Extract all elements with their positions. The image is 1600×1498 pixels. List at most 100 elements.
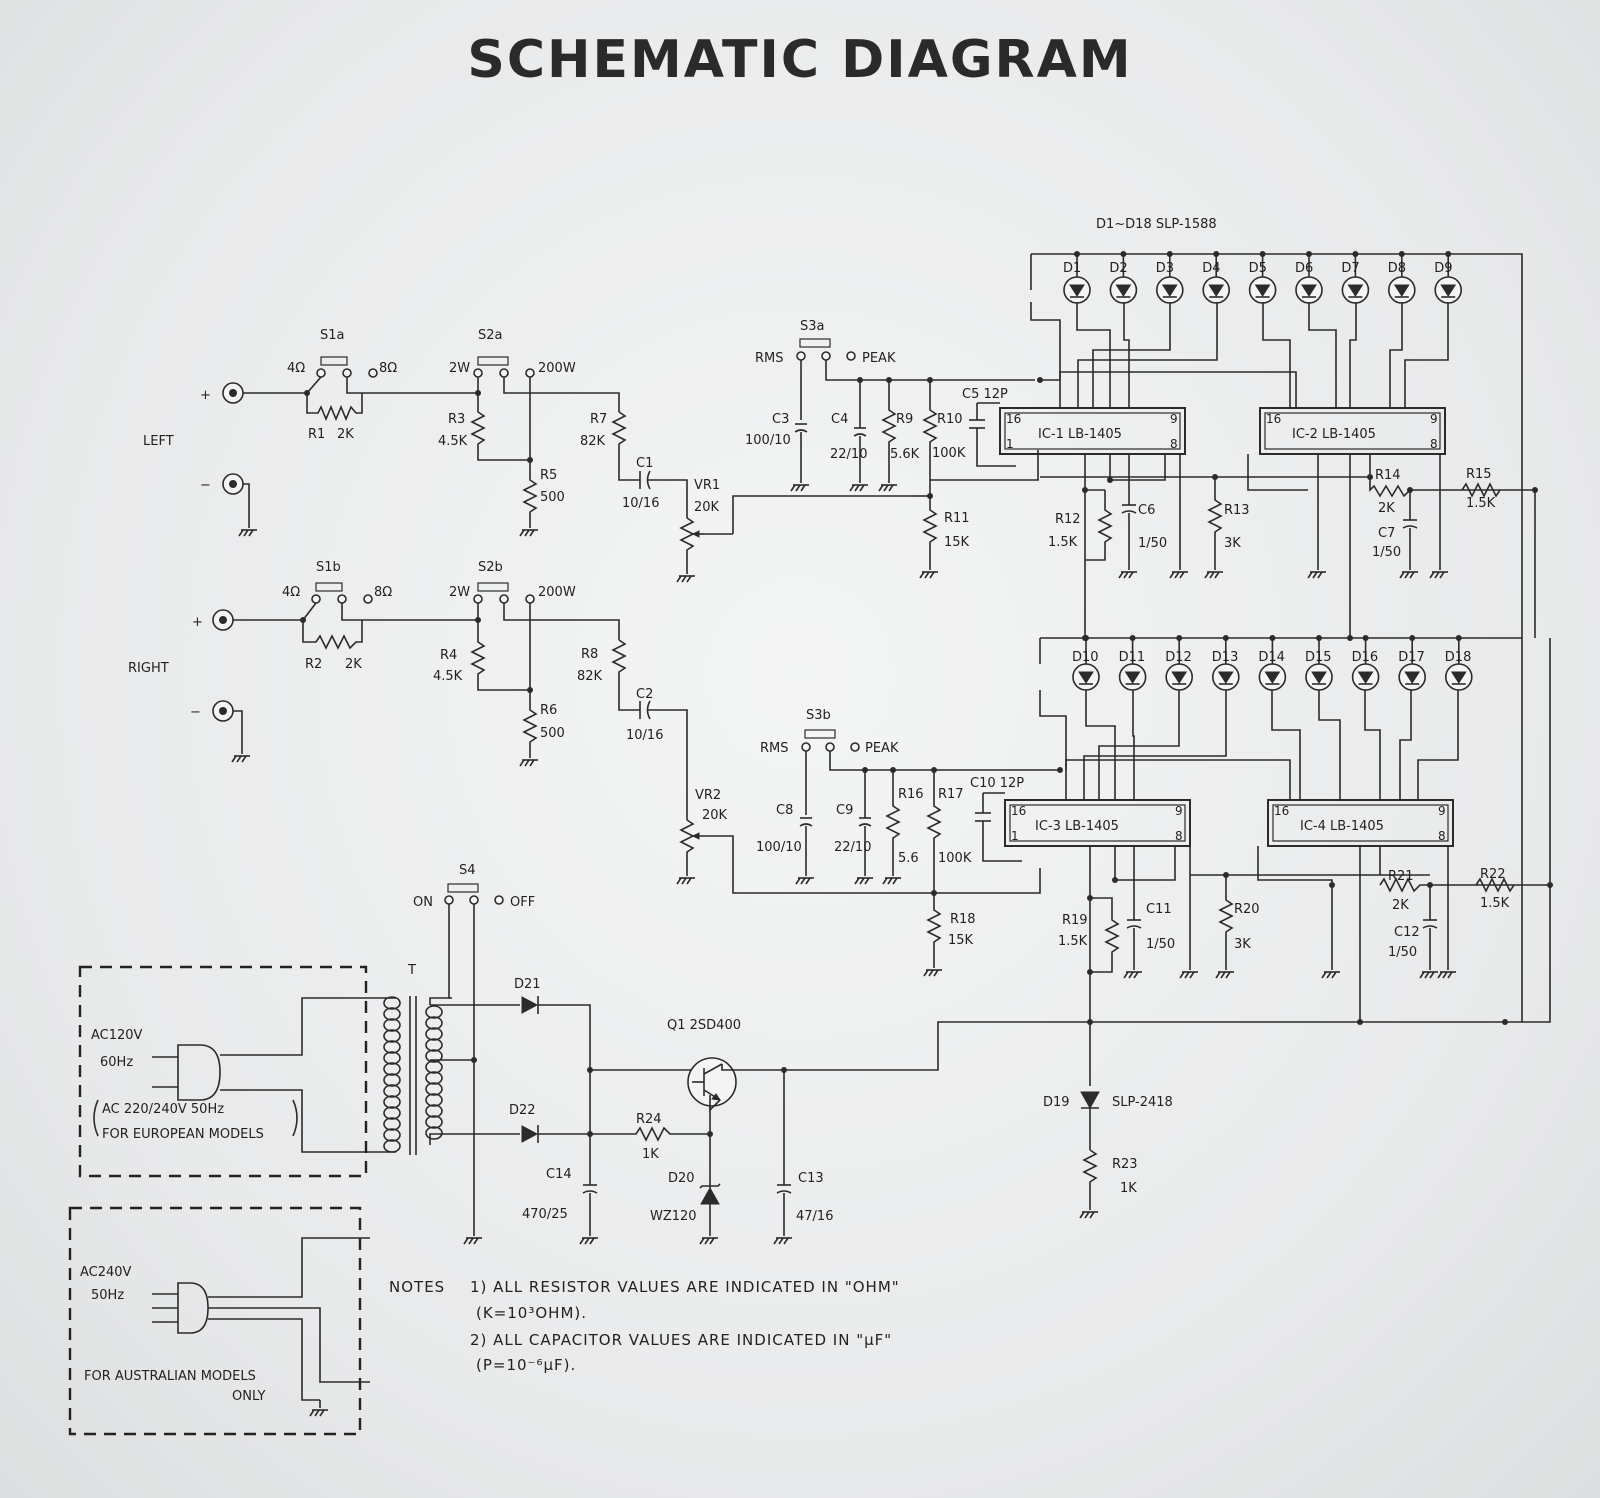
led-label: D1 bbox=[1063, 261, 1081, 276]
coil-turn bbox=[425, 1104, 443, 1118]
note-2b: (P=10⁻⁶μF). bbox=[476, 1356, 576, 1374]
svg-text:4Ω: 4Ω bbox=[282, 585, 300, 600]
svg-text:C14: C14 bbox=[546, 1167, 572, 1182]
svg-text:AC 220/240V 50Hz: AC 220/240V 50Hz bbox=[102, 1102, 224, 1117]
svg-text:R24: R24 bbox=[636, 1112, 662, 1127]
coil-turn bbox=[383, 1073, 401, 1087]
coil-turn bbox=[383, 1128, 401, 1142]
coil-turn bbox=[383, 1040, 401, 1054]
svg-text:82K: 82K bbox=[580, 434, 606, 449]
coil-turn bbox=[425, 1027, 443, 1041]
svg-text:2K: 2K bbox=[337, 427, 354, 442]
led-label: D8 bbox=[1388, 261, 1406, 276]
svg-text:R20: R20 bbox=[1234, 902, 1260, 917]
svg-text:D19: D19 bbox=[1043, 1095, 1070, 1110]
svg-text:2K: 2K bbox=[345, 657, 362, 672]
switch-s1b bbox=[315, 582, 343, 592]
svg-text:S2a: S2a bbox=[478, 328, 503, 343]
svg-text:RMS: RMS bbox=[755, 351, 784, 366]
led-d5: D5 bbox=[1249, 251, 1277, 304]
led-d1: D1 bbox=[1063, 251, 1091, 304]
led-label: D18 bbox=[1445, 650, 1472, 665]
switch-s1a bbox=[320, 356, 348, 366]
svg-text:+: + bbox=[192, 615, 203, 630]
svg-text:22/10: 22/10 bbox=[830, 447, 867, 462]
svg-text:10/16: 10/16 bbox=[626, 728, 663, 743]
svg-text:1/50: 1/50 bbox=[1146, 937, 1175, 952]
svg-text:C4: C4 bbox=[831, 412, 848, 427]
ic-1: IC-1 LB-1405 16 9 1 8 bbox=[999, 407, 1186, 455]
led-d9: D9 bbox=[1434, 251, 1462, 304]
svg-text:S1a: S1a bbox=[320, 328, 345, 343]
ic-1-2-bottom: C6 1/50 R12 1.5K R13 3K R14 2K C7 1/50 R bbox=[1040, 454, 1538, 641]
led-label: D10 bbox=[1072, 650, 1099, 665]
svg-text:R23: R23 bbox=[1112, 1157, 1138, 1172]
led-series-label: D1~D18 SLP-1588 bbox=[1096, 217, 1217, 232]
svg-text:S4: S4 bbox=[459, 863, 476, 878]
svg-text:AC240V: AC240V bbox=[80, 1265, 132, 1280]
svg-text:R11: R11 bbox=[944, 511, 970, 526]
svg-text:1K: 1K bbox=[1120, 1181, 1137, 1196]
svg-text:R21: R21 bbox=[1388, 869, 1414, 884]
switch-s2b bbox=[477, 582, 509, 592]
svg-text:16: 16 bbox=[1006, 412, 1021, 426]
switch-s3b bbox=[804, 729, 836, 739]
svg-text:200W: 200W bbox=[538, 361, 576, 376]
coil-turn bbox=[425, 1049, 443, 1063]
svg-text:60Hz: 60Hz bbox=[100, 1055, 133, 1070]
led-label: D14 bbox=[1258, 650, 1285, 665]
svg-text:R4: R4 bbox=[440, 648, 457, 663]
led-label: D4 bbox=[1202, 261, 1220, 276]
note-1: 1) ALL RESISTOR VALUES ARE INDICATED IN … bbox=[470, 1278, 900, 1296]
svg-text:C11: C11 bbox=[1146, 902, 1172, 917]
svg-text:AC120V: AC120V bbox=[91, 1028, 143, 1043]
svg-text:8: 8 bbox=[1175, 829, 1183, 843]
svg-text:100/10: 100/10 bbox=[745, 433, 791, 448]
svg-text:D20: D20 bbox=[668, 1171, 695, 1186]
svg-text:R10: R10 bbox=[937, 412, 963, 427]
led-d13: D13 bbox=[1212, 635, 1240, 691]
svg-text:5.6K: 5.6K bbox=[890, 447, 920, 462]
led-label: D6 bbox=[1295, 261, 1313, 276]
svg-text:SLP-2418: SLP-2418 bbox=[1112, 1095, 1173, 1110]
led-d4: D4 bbox=[1202, 251, 1230, 304]
svg-text:ON: ON bbox=[413, 895, 433, 910]
svg-text:C9: C9 bbox=[836, 803, 853, 818]
svg-text:4.5K: 4.5K bbox=[438, 434, 468, 449]
svg-text:VR2: VR2 bbox=[695, 788, 721, 803]
svg-text:9: 9 bbox=[1438, 804, 1446, 818]
svg-text:ONLY: ONLY bbox=[232, 1389, 265, 1404]
svg-text:8: 8 bbox=[1170, 437, 1178, 451]
coil-turn bbox=[383, 1139, 401, 1153]
svg-text:S3b: S3b bbox=[806, 708, 831, 723]
svg-text:82K: 82K bbox=[577, 669, 603, 684]
switch-s2a bbox=[477, 356, 509, 366]
svg-text:C10 12P: C10 12P bbox=[970, 776, 1024, 791]
coil-turn bbox=[383, 1095, 401, 1109]
led-d11: D11 bbox=[1119, 635, 1147, 691]
left-label: LEFT bbox=[143, 434, 174, 449]
svg-text:−: − bbox=[190, 705, 201, 720]
left-plus-label: + bbox=[200, 388, 211, 403]
svg-text:1/50: 1/50 bbox=[1372, 545, 1401, 560]
svg-text:R7: R7 bbox=[590, 412, 607, 427]
led-label: D13 bbox=[1212, 650, 1239, 665]
svg-text:R22: R22 bbox=[1480, 867, 1506, 882]
svg-text:4Ω: 4Ω bbox=[287, 361, 305, 376]
svg-text:2W: 2W bbox=[449, 585, 470, 600]
svg-text:Q1 2SD400: Q1 2SD400 bbox=[667, 1018, 741, 1033]
svg-text:8: 8 bbox=[1438, 829, 1446, 843]
svg-text:IC-2 LB-1405: IC-2 LB-1405 bbox=[1292, 427, 1376, 442]
led-d16: D16 bbox=[1352, 635, 1380, 691]
svg-text:C7: C7 bbox=[1378, 526, 1395, 541]
led-row-bottom bbox=[1039, 637, 1522, 664]
led-d7: D7 bbox=[1341, 251, 1370, 304]
svg-text:R8: R8 bbox=[581, 647, 598, 662]
svg-text:15K: 15K bbox=[944, 535, 970, 550]
svg-text:20K: 20K bbox=[702, 808, 728, 823]
svg-text:R13: R13 bbox=[1224, 503, 1250, 518]
plug-us bbox=[177, 1044, 221, 1101]
svg-text:R2: R2 bbox=[305, 657, 322, 672]
left-channel: + LEFT − S1a 4Ω 8Ω R1 2K S2a 2W 200W R3 … bbox=[143, 319, 1039, 583]
svg-text:R14: R14 bbox=[1375, 468, 1401, 483]
